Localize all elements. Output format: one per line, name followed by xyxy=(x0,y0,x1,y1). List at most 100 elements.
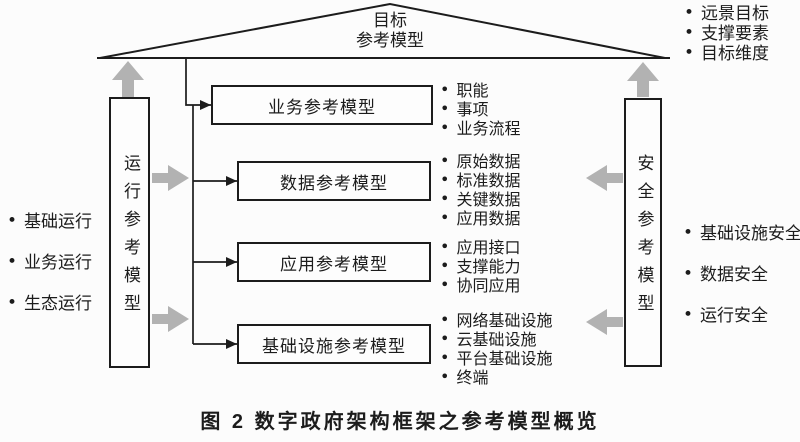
business-reference-model-box: 业务参考模型 xyxy=(211,85,433,125)
list-item: • 职能 xyxy=(440,80,520,100)
bullet-icon: • xyxy=(683,264,694,284)
list-item-label: 运行安全 xyxy=(700,306,769,326)
bullet-icon: • xyxy=(440,256,450,275)
security-aspects-list: • 基础设施安全 • 数据安全 • 运行安全 xyxy=(683,219,800,342)
list-item-label: 平台基础设施 xyxy=(456,349,553,368)
bullet-icon: • xyxy=(684,23,695,43)
list-item-label: 网络基础设施 xyxy=(456,311,553,330)
list-item: • 数据安全 xyxy=(683,260,800,285)
box-label: 数据参考模型 xyxy=(280,173,388,194)
list-item-label: 业务流程 xyxy=(456,119,521,138)
bullet-icon: • xyxy=(440,275,450,294)
bullet-icon: • xyxy=(440,310,450,329)
roof-label: 目标 参考模型 xyxy=(310,11,470,51)
up-arrow-left xyxy=(112,61,144,97)
list-item-label: 协同应用 xyxy=(456,276,521,295)
bullet-icon: • xyxy=(7,252,18,272)
bullet-icon: • xyxy=(440,118,450,137)
infrastructure-reference-model-box: 基础设施参考模型 xyxy=(237,324,431,364)
list-item-label: 支撑要素 xyxy=(701,24,770,44)
list-item: • 终端 xyxy=(440,367,552,387)
list-item: • 业务运行 xyxy=(7,248,92,273)
list-item: • 业务流程 xyxy=(440,118,521,138)
bullet-icon: • xyxy=(440,151,450,170)
list-item-label: 数据安全 xyxy=(700,265,769,285)
list-item-label: 基础设施安全 xyxy=(700,224,800,244)
list-item-label: 生态运行 xyxy=(24,294,93,314)
bullet-icon: • xyxy=(440,208,450,227)
box-label: 应用参考模型 xyxy=(280,254,388,275)
box-label: 基础设施参考模型 xyxy=(262,336,406,357)
list-item: • 标准数据 xyxy=(440,170,521,190)
list-item-label: 云基础设施 xyxy=(456,330,537,349)
list-item: • 远景目标 xyxy=(684,3,770,24)
list-item: • 事项 xyxy=(440,99,520,119)
list-item: • 支撑要素 xyxy=(684,23,770,44)
list-item: • 生态运行 xyxy=(7,289,92,314)
application-reference-model-box: 应用参考模型 xyxy=(237,242,431,282)
list-item-label: 标准数据 xyxy=(456,171,521,190)
bullet-icon: • xyxy=(440,348,450,367)
bullet-icon: • xyxy=(440,189,450,208)
list-item: • 协同应用 xyxy=(440,275,521,295)
bullet-icon: • xyxy=(440,237,450,256)
bullet-icon: • xyxy=(684,43,695,63)
list-item: • 支撑能力 xyxy=(440,256,521,276)
roof-label-line2: 参考模型 xyxy=(356,31,424,51)
pillar-label: 安全参考模型 xyxy=(633,153,654,322)
left-arrow-top xyxy=(586,165,623,191)
security-reference-model-pillar: 安全参考模型 xyxy=(624,98,662,367)
list-item-label: 原始数据 xyxy=(456,152,521,171)
infrastructure-bullets: • 网络基础设施 • 云基础设施 • 平台基础设施 • 终端 xyxy=(440,310,553,387)
bullet-icon: • xyxy=(683,223,694,243)
gray-arrows xyxy=(112,61,659,335)
list-item: • 应用数据 xyxy=(440,208,521,228)
data-reference-model-box: 数据参考模型 xyxy=(237,161,431,201)
roof-label-line1: 目标 xyxy=(373,11,407,31)
trunk-connector xyxy=(185,58,237,349)
list-item-label: 应用接口 xyxy=(456,238,521,257)
list-item-label: 目标维度 xyxy=(701,44,770,64)
bullet-icon: • xyxy=(7,211,18,231)
roof-outline xyxy=(97,2,670,59)
list-item-label: 支撑能力 xyxy=(456,257,521,276)
application-bullets: • 应用接口 • 支撑能力 • 协同应用 xyxy=(440,237,521,295)
list-item-label: 事项 xyxy=(456,100,489,119)
right-arrow-top xyxy=(152,165,189,191)
bullet-icon: • xyxy=(440,329,450,348)
list-item: • 应用接口 xyxy=(440,237,521,257)
bullet-icon: • xyxy=(683,305,694,325)
left-arrow-bottom xyxy=(586,309,623,335)
list-item-label: 职能 xyxy=(456,81,489,100)
list-item-label: 终端 xyxy=(456,368,489,387)
list-item-label: 业务运行 xyxy=(24,253,93,273)
list-item: •关键数据 xyxy=(440,189,520,209)
bullet-icon: • xyxy=(440,80,450,99)
figure-caption: 图 2 数字政府架构框架之参考模型概览 xyxy=(200,411,600,433)
list-item-label: 应用数据 xyxy=(456,209,521,228)
list-item-label: 远景目标 xyxy=(701,4,770,24)
list-item: • 云基础设施 xyxy=(440,329,552,349)
list-item: • 网络基础设施 xyxy=(440,310,553,330)
bullet-icon: • xyxy=(440,99,450,118)
operation-aspects-list: • 基础运行 • 业务运行 • 生态运行 xyxy=(7,207,92,330)
pillar-label: 运行参考模型 xyxy=(120,153,140,322)
bullet-icon: • xyxy=(440,170,450,189)
list-item: • 基础运行 xyxy=(7,207,92,232)
bullet-icon: • xyxy=(684,3,695,23)
business-bullets: • 职能 • 事项 • 业务流程 xyxy=(440,80,521,138)
box-label: 业务参考模型 xyxy=(268,97,376,118)
goal-aspects-list: • 远景目标 • 支撑要素 • 目标维度 xyxy=(684,3,770,64)
list-item: • 平台基础设施 xyxy=(440,348,553,368)
up-arrow-right xyxy=(627,62,659,97)
list-item: • 目标维度 xyxy=(684,43,770,64)
bullet-icon: • xyxy=(440,367,450,386)
right-arrow-bottom xyxy=(152,306,189,332)
list-item: • 基础设施安全 xyxy=(683,219,800,244)
bullet-icon: • xyxy=(7,293,18,313)
data-bullets: • 原始数据 • 标准数据 •关键数据 • 应用数据 xyxy=(440,151,521,228)
list-item-label: 基础运行 xyxy=(24,212,93,232)
operation-reference-model-pillar: 运行参考模型 xyxy=(109,97,150,368)
